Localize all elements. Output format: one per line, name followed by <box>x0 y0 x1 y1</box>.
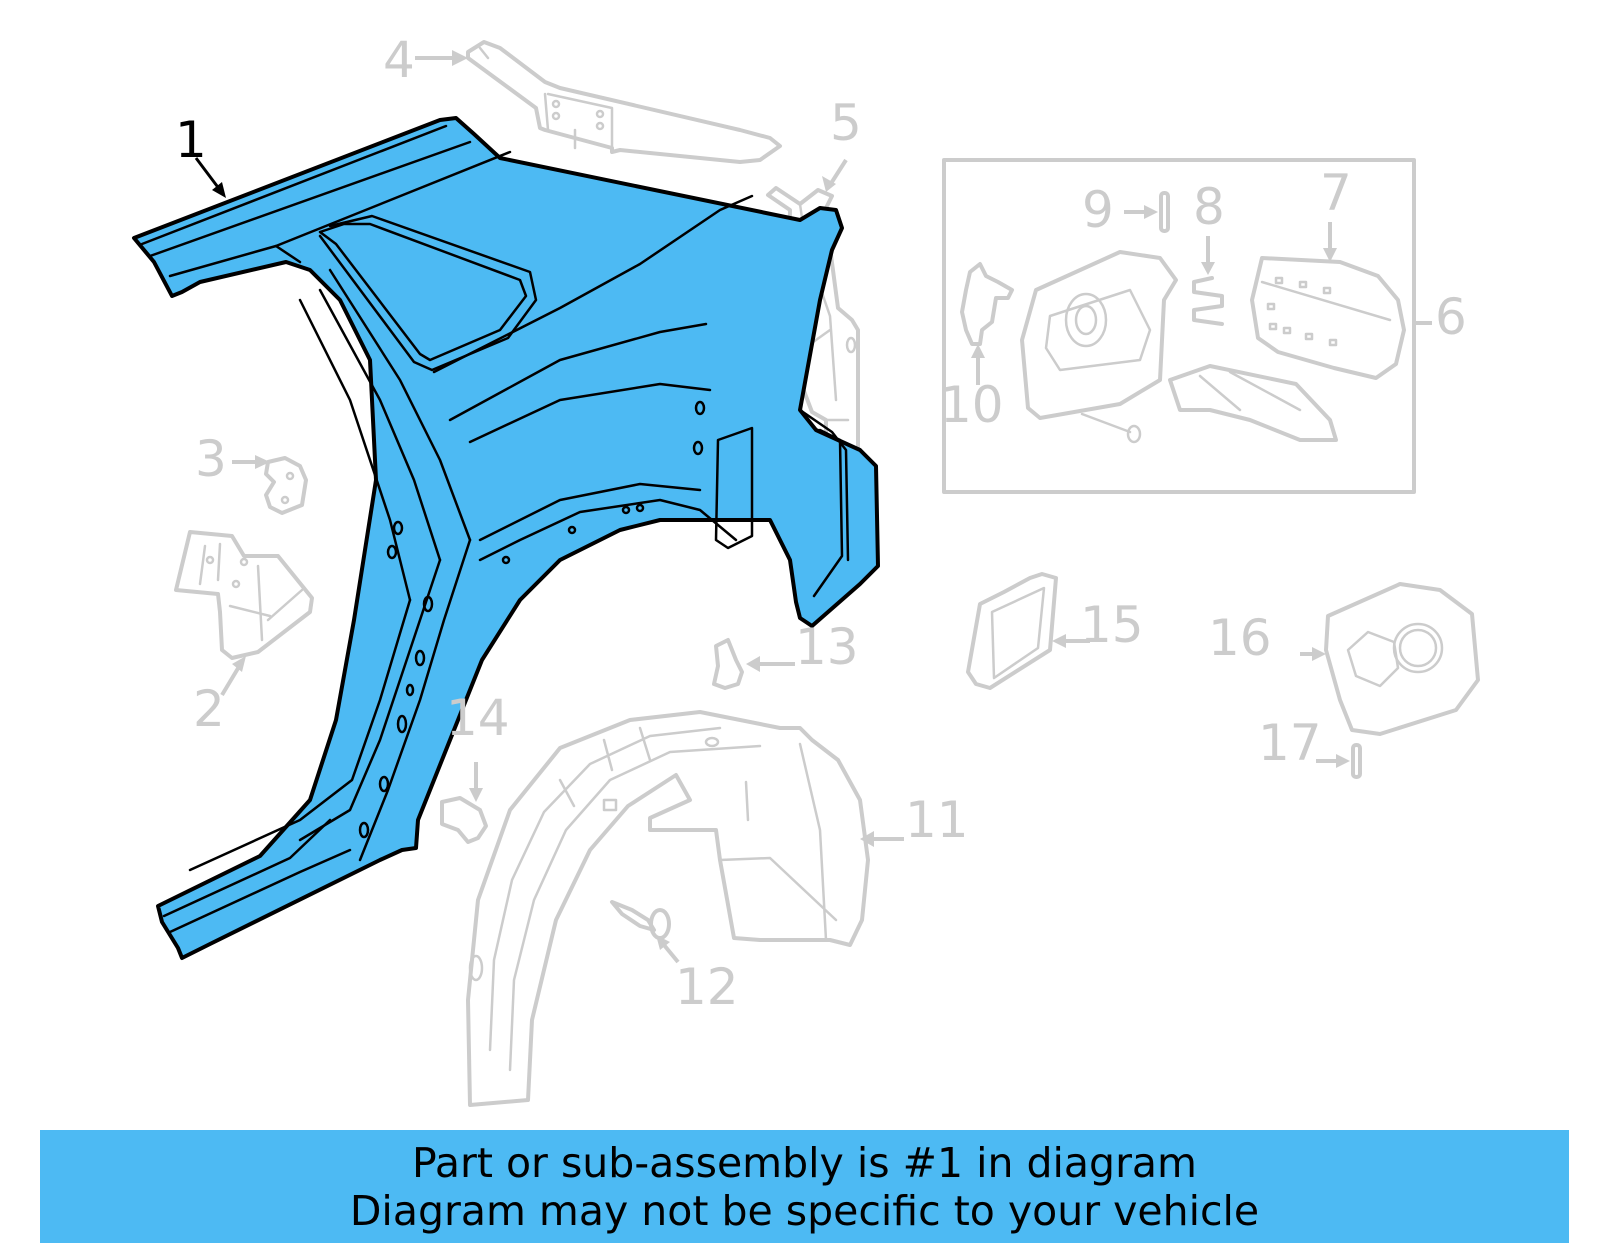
part-13-clip <box>712 638 795 690</box>
callout-5: 5 <box>830 94 862 152</box>
callout-15: 15 <box>1080 596 1144 654</box>
callout-2: 2 <box>193 680 225 738</box>
callout-16: 16 <box>1208 609 1272 667</box>
callout-13: 13 <box>795 618 859 676</box>
callout-17: 17 <box>1258 714 1322 772</box>
part-14-clip <box>440 762 488 844</box>
parts-diagram <box>132 40 1480 1107</box>
callout-3: 3 <box>195 430 227 488</box>
banner-line-2: Diagram may not be specific to your vehi… <box>349 1186 1260 1235</box>
banner-line-1: Part or sub-assembly is #1 in diagram <box>412 1138 1197 1187</box>
callout-7: 7 <box>1320 164 1352 222</box>
callout-12: 12 <box>675 958 739 1016</box>
callout-10: 10 <box>940 376 1004 434</box>
part-17-pin <box>1316 743 1362 779</box>
callout-6: 6 <box>1435 288 1467 346</box>
part-4-reinforcement <box>415 40 782 164</box>
callout-14: 14 <box>446 689 510 747</box>
part-2-bracket <box>174 530 314 697</box>
info-banner: Part or sub-assembly is #1 in diagram Di… <box>40 1130 1569 1243</box>
callout-4: 4 <box>383 31 415 89</box>
part-1-quarter-panel <box>132 116 880 960</box>
callout-1: 1 <box>175 111 207 169</box>
part-3-bracket <box>232 455 308 515</box>
callout-11: 11 <box>905 791 969 849</box>
callout-9: 9 <box>1082 181 1114 239</box>
part-11-wheelhouse-liner <box>466 710 904 1107</box>
part-15-seal <box>966 572 1090 690</box>
fuel-door-group <box>942 158 1432 494</box>
callout-8: 8 <box>1193 178 1225 236</box>
part-16-housing <box>1300 582 1480 736</box>
part-12-screw <box>610 900 680 964</box>
